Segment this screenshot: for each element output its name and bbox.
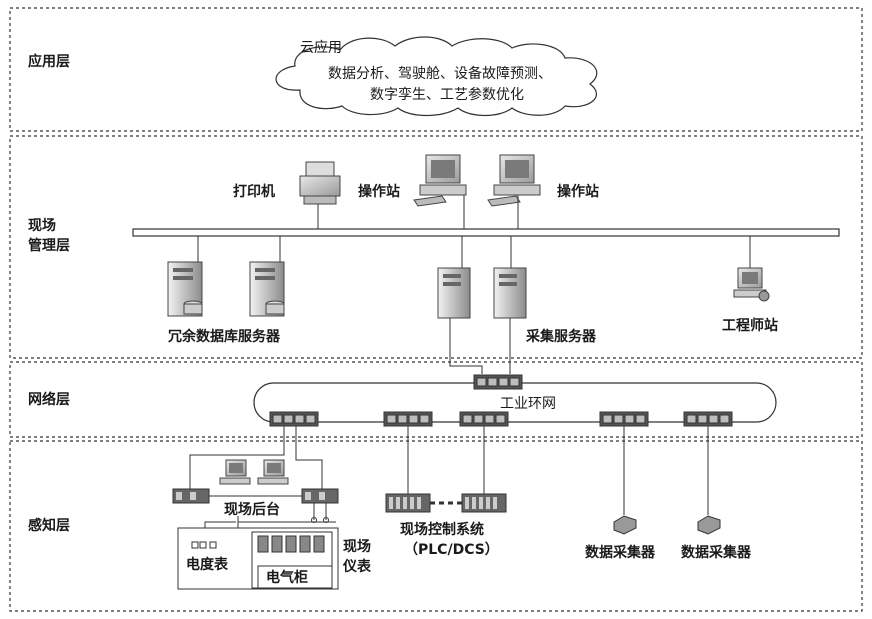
data-collector-1-label: 数据采集器: [585, 544, 656, 561]
control-system-label-1: 现场控制系统: [400, 521, 484, 538]
cloud-line-2: 数字孪生、工艺参数优化: [370, 86, 524, 103]
controller-unit-icon: [301, 488, 339, 504]
computer-icon: [219, 459, 251, 485]
server-icon: [437, 267, 471, 319]
cloud-line-1: 数据分析、驾驶舱、设备故障预测、: [328, 65, 552, 82]
data-collector-2-label: 数据采集器: [681, 544, 752, 561]
layer-title-perception: 感知层: [28, 517, 70, 534]
cloud-shape: [275, 36, 598, 117]
layer-boxes: [9, 7, 863, 612]
layer-title-management-2: 管理层: [28, 237, 70, 254]
perception-layer-box: [9, 440, 863, 612]
industrial-ring-label: 工业环网: [500, 396, 556, 412]
network-switch-icon: [599, 411, 649, 427]
server-icon: [493, 267, 527, 319]
database-server-icon: [167, 261, 203, 317]
computer-icon: [257, 459, 289, 485]
electrical-cabinet-icon: [251, 531, 333, 589]
database-server-icon: [249, 261, 285, 317]
switch-drop-lines: [189, 426, 709, 515]
controller-unit-icon: [172, 488, 210, 504]
operator-station-2-label: 操作站: [557, 183, 599, 200]
management-layer-box: [9, 135, 863, 359]
printer-label: 打印机: [233, 183, 275, 200]
network-switch-icon: [473, 374, 523, 390]
redundant-db-servers-label: 冗余数据库服务器: [168, 328, 281, 345]
field-backend-label: 现场后台: [224, 501, 280, 518]
network-switch-icon: [683, 411, 733, 427]
field-instrument-label-2: 仪表: [342, 558, 372, 575]
network-switch-icon: [459, 411, 509, 427]
control-system-label-2: （PLC/DCS）: [404, 542, 499, 558]
server-to-switch-lines: [449, 318, 511, 374]
layer-title-application: 应用层: [28, 53, 70, 70]
layer-title-network: 网络层: [28, 391, 70, 408]
layer-title-management-1: 现场: [28, 218, 56, 234]
network-switch-icon: [269, 411, 319, 427]
engineer-workstation-icon: [733, 267, 770, 302]
plc-rack-icon: [461, 493, 507, 513]
electrical-cabinet-label: 电气柜: [266, 569, 308, 586]
data-collector-icon: [697, 515, 721, 535]
engineer-station-label: 工程师站: [722, 317, 778, 334]
application-layer-box: [9, 7, 863, 132]
backend-wiring: [177, 503, 339, 590]
network-layer-box: [9, 361, 863, 438]
cloud-title: 云应用: [300, 39, 342, 56]
computer-icon: [487, 154, 541, 229]
computer-icon: [413, 154, 467, 229]
collection-servers-label: 采集服务器: [525, 328, 597, 345]
field-instrument-label-1: 现场: [343, 539, 371, 555]
data-collector-icon: [613, 515, 637, 535]
plc-rack-icon: [385, 493, 431, 513]
management-bus: [132, 228, 840, 237]
network-switch-icon: [383, 411, 433, 427]
energy-meter-label: 电度表: [186, 556, 229, 573]
operator-station-1-label: 操作站: [358, 183, 400, 200]
energy-meter-icon: [191, 541, 217, 549]
printer-icon: [299, 161, 341, 229]
